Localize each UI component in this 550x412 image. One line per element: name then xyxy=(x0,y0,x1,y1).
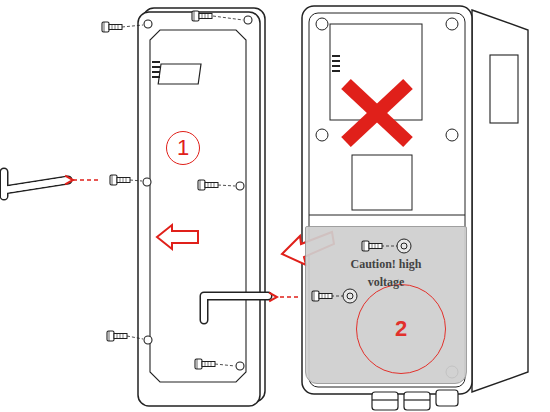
caution-text: Caution! high voltage xyxy=(347,255,425,291)
lid-screws xyxy=(122,16,243,366)
callout-number: 2 xyxy=(362,318,440,340)
callout-number: 2 xyxy=(356,284,446,374)
prohibited-cross xyxy=(346,84,408,142)
housing xyxy=(302,6,528,410)
lid xyxy=(138,8,265,406)
callout-number: 1 xyxy=(166,131,200,165)
hex-key xyxy=(204,296,268,320)
hex-key xyxy=(4,172,68,196)
removal-arrow xyxy=(73,179,98,181)
callout-number: 1 xyxy=(177,137,189,159)
caution-panel: 2 Caution! high voltage xyxy=(305,226,467,384)
direction-arrow xyxy=(157,225,198,249)
removal-arrow xyxy=(277,296,298,298)
